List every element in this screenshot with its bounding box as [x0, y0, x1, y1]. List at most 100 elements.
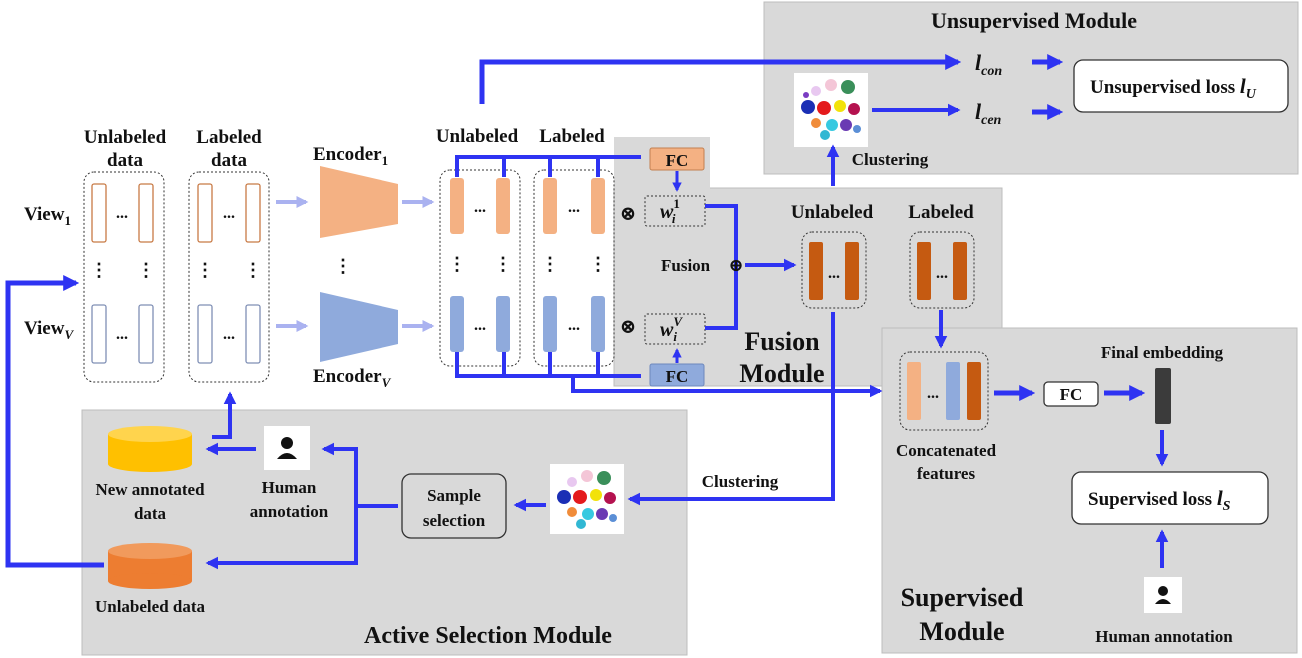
l-con-label: lcon — [975, 50, 1002, 79]
features-labeled-container — [533, 169, 615, 367]
unsupervised-loss-box — [1073, 59, 1289, 113]
feature-vdots-3: ⋮ — [541, 254, 559, 274]
feature-labeled-view1-b — [591, 178, 605, 234]
features-top-connector — [455, 155, 641, 177]
labeled-viewV-ellipsis: ... — [223, 326, 235, 343]
concat-ellipsis: ... — [927, 385, 939, 402]
view-first-label: View1 — [24, 204, 71, 228]
encoder1-trapezoid — [320, 166, 398, 238]
labeled-vdots-a: ⋮ — [196, 260, 214, 280]
unlabeled-data-label-line1: Unlabeled — [84, 127, 167, 148]
feature-labeled-viewV-b — [591, 296, 605, 352]
otimes-bottom-symbol: ⊗ — [620, 316, 637, 338]
fusion-label: Fusion — [661, 256, 711, 275]
fused-labeled-feature-a — [917, 242, 931, 300]
fused-unlabeled-feature-a — [809, 242, 823, 300]
encoder1-label: Encoder1 — [313, 144, 388, 168]
view-last-label: ViewV — [24, 318, 74, 342]
unlabeled-view1-sample-a — [91, 183, 107, 243]
feature-vdots-1: ⋮ — [448, 254, 466, 274]
concat-feature-view1 — [907, 362, 921, 420]
supervised-loss-label: Supervised loss lS — [1088, 486, 1231, 514]
feature-labeled-view1-ellipsis: ... — [568, 199, 580, 216]
fc-top-label: FC — [666, 151, 689, 170]
unsupervised-module-title: Unsupervised Module — [931, 8, 1137, 33]
oplus-symbol: ⊕ — [728, 255, 743, 275]
concat-feature-viewV — [946, 362, 960, 420]
database-icon — [108, 426, 192, 472]
person-icon — [264, 426, 310, 470]
unlabeled-viewV-sample-b — [138, 304, 154, 364]
final-embedding-label: Final embedding — [1101, 343, 1224, 362]
cluster-scatter-icon — [550, 464, 624, 534]
labeled-view1-sample-a — [197, 183, 213, 243]
fused-labeled-label: Labeled — [908, 202, 974, 223]
selection-to-unlabeled-db-arrow — [205, 506, 358, 570]
unsupervised-loss-label: Unsupervised loss lU — [1090, 74, 1257, 102]
feature-labeled-viewV-ellipsis: ... — [568, 317, 580, 334]
selection-to-human-arrow — [321, 442, 398, 508]
labeled-view1-sample-b — [245, 183, 261, 243]
sample-selection-label-line1: Sample — [427, 486, 481, 505]
feature-unlabeled-viewV-a — [450, 296, 464, 352]
labeled-data-label-line2: data — [211, 150, 247, 171]
labeled-data-label-line1: Labeled — [196, 127, 262, 148]
unlabeled-viewV-sample-a — [91, 304, 107, 364]
features-unlabeled-container — [439, 169, 521, 367]
features-unlabeled-label: Unlabeled — [436, 126, 519, 147]
unlabeled-features-to-lcon-arrow — [479, 53, 962, 104]
new-annotated-data-line2: data — [134, 504, 167, 523]
concat-features-label-line1: Concatenated — [896, 441, 997, 460]
otimes-top-symbol: ⊗ — [620, 203, 637, 225]
concat-features-label-line2: features — [917, 464, 976, 483]
feature-unlabeled-viewV-ellipsis: ... — [474, 317, 486, 334]
fused-unlabeled-container — [801, 231, 867, 309]
encoderV-trapezoid — [320, 292, 398, 362]
feature-vdots-2: ⋮ — [494, 254, 512, 274]
sample-selection-label-line2: selection — [423, 511, 486, 530]
features-to-concat-arrow — [571, 377, 883, 398]
supervised-loss-box — [1071, 471, 1269, 525]
fused-unlabeled-feature-b — [845, 242, 859, 300]
concat-features-container — [899, 351, 989, 431]
unlabeled-data-label-line2: data — [107, 150, 143, 171]
fused-labeled-ellipsis: ... — [936, 265, 948, 282]
encoderV-label: EncoderV — [313, 366, 392, 390]
fc-bottom-label: FC — [666, 367, 689, 386]
weight-bottom-box — [644, 313, 706, 345]
labeled-viewV-sample-a — [197, 304, 213, 364]
final-embedding-bar — [1155, 368, 1171, 424]
fused-unlabeled-ellipsis: ... — [828, 265, 840, 282]
labeled-view1-ellipsis: ... — [223, 205, 235, 222]
unlabeled-data-db-label: Unlabeled data — [95, 597, 206, 616]
unlabeled-viewV-ellipsis: ... — [116, 326, 128, 343]
labeled-viewV-sample-b — [245, 304, 261, 364]
feature-unlabeled-view1-ellipsis: ... — [474, 199, 486, 216]
supervised-module-title-line2: Module — [919, 617, 1004, 646]
fc-bottom-box — [649, 363, 705, 387]
feature-vdots-4: ⋮ — [589, 254, 607, 274]
fused-labeled-feature-b — [953, 242, 967, 300]
weights-to-fusion-connector — [705, 204, 738, 330]
labeled-vdots-b: ⋮ — [244, 260, 262, 280]
feature-unlabeled-viewV-b — [496, 296, 510, 352]
supervised-fc-box — [1043, 381, 1099, 407]
person-icon — [1144, 577, 1182, 613]
features-bottom-connector — [455, 350, 641, 378]
active-clustering-label: Clustering — [702, 472, 779, 491]
unlabeled-view1-sample-b — [138, 183, 154, 243]
sample-selection-box — [401, 473, 507, 539]
new-annotated-data-line1: New annotated — [95, 480, 205, 499]
fusion-module-title-line1: Fusion — [744, 327, 820, 356]
unsupervised-clustering-label: Clustering — [852, 150, 929, 169]
active-human-annotation-line1: Human — [262, 478, 317, 497]
cluster-scatter-icon — [794, 73, 868, 147]
unlabeled-vdots-b: ⋮ — [137, 260, 155, 280]
new-annotated-to-labeled-arrow — [212, 391, 237, 439]
feature-unlabeled-view1-a — [450, 178, 464, 234]
active-selection-module-title: Active Selection Module — [364, 623, 612, 649]
encoder-vdots: ⋮ — [334, 256, 352, 276]
supervised-module-title-line1: Supervised — [901, 583, 1024, 612]
